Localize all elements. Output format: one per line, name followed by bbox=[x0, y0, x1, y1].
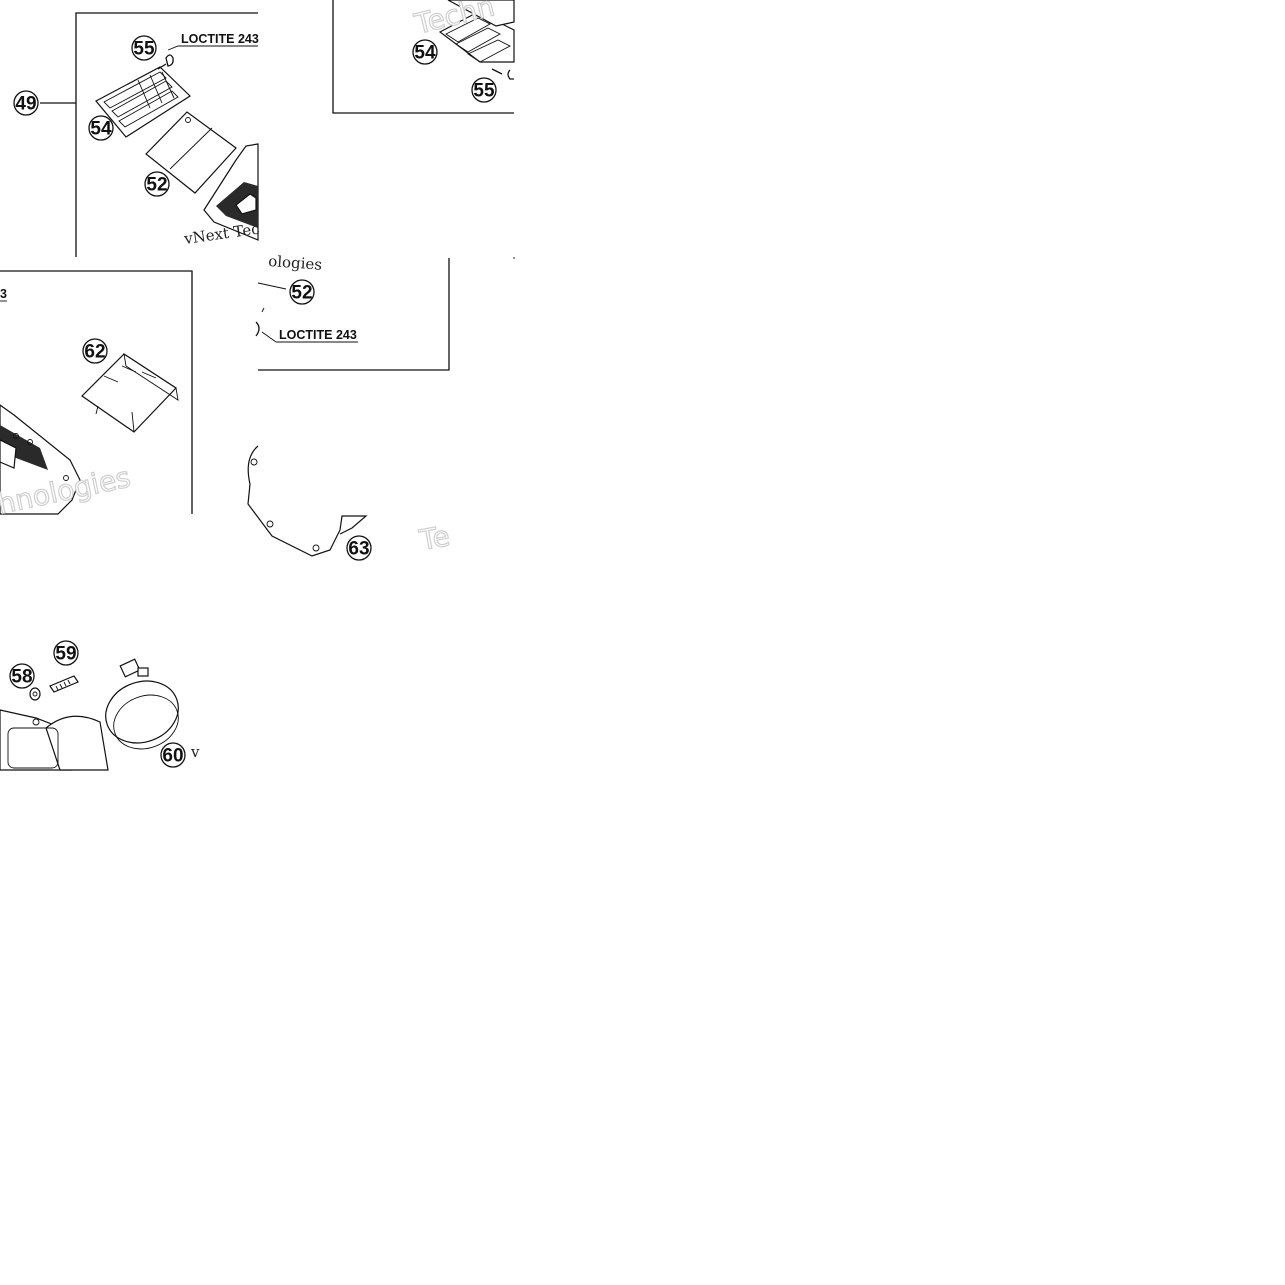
callout-52-middle: 52 bbox=[289, 279, 315, 305]
watermark-te: Te bbox=[417, 519, 453, 557]
watermark-v: v bbox=[190, 743, 200, 761]
callout-58: 58 bbox=[9, 663, 35, 689]
reed-guard-62 bbox=[81, 353, 179, 433]
frame-middle-right bbox=[258, 257, 515, 371]
callout-52: 52 bbox=[144, 171, 170, 197]
svg-text:55: 55 bbox=[133, 39, 155, 60]
svg-text:60: 60 bbox=[162, 746, 183, 767]
frame-top-left bbox=[75, 12, 258, 257]
watermark-ologies: ologies bbox=[268, 252, 323, 274]
svg-text:62: 62 bbox=[84, 342, 105, 363]
svg-text:52: 52 bbox=[291, 283, 312, 304]
note-fragment-3: 3 bbox=[0, 287, 7, 302]
screw-55-top bbox=[157, 54, 174, 70]
frame-top-right bbox=[332, 0, 514, 114]
hose-clamp-60 bbox=[105, 658, 179, 750]
callout-59: 59 bbox=[53, 640, 79, 666]
reed-housing-partial-middle bbox=[0, 404, 81, 515]
callout-55-right: 55 bbox=[471, 77, 497, 103]
screw-55-top-right bbox=[491, 68, 514, 80]
note-loctite-middle: LOCTITE 243 bbox=[279, 328, 357, 342]
washer-58 bbox=[29, 687, 41, 701]
callout-63: 63 bbox=[346, 535, 372, 561]
svg-text:54: 54 bbox=[90, 119, 112, 140]
svg-text:52: 52 bbox=[146, 175, 167, 196]
callout-62: 62 bbox=[82, 338, 108, 364]
reed-stopper-plate-54 bbox=[95, 66, 191, 138]
svg-text:LOCTITE 243: LOCTITE 243 bbox=[181, 32, 259, 46]
svg-text:58: 58 bbox=[11, 667, 32, 688]
svg-text:3: 3 bbox=[0, 287, 7, 301]
note-loctite-top: LOCTITE 243 bbox=[167, 32, 259, 51]
svg-text:49: 49 bbox=[15, 94, 36, 115]
reed-stopper-plate-54-top-right bbox=[438, 0, 515, 63]
intake-manifold-partial bbox=[0, 709, 109, 771]
svg-text:63: 63 bbox=[348, 539, 369, 560]
watermark-vnext: vNext Tec bbox=[182, 220, 261, 249]
reed-petal-52 bbox=[145, 111, 237, 194]
reed-housing-partial-top bbox=[203, 143, 259, 241]
frame-middle-left bbox=[0, 270, 193, 514]
svg-text:59: 59 bbox=[55, 644, 76, 665]
callout-60: 60 bbox=[160, 742, 186, 768]
callout-54: 54 bbox=[88, 115, 114, 141]
callout-55: 55 bbox=[131, 35, 157, 61]
intake-flange-partial-63 bbox=[247, 445, 368, 557]
callout-49: 49 bbox=[13, 90, 39, 116]
petal-edge-52-middle bbox=[255, 282, 358, 343]
callout-54-right: 54 bbox=[412, 39, 438, 65]
bolt-59 bbox=[49, 675, 79, 693]
svg-text:LOCTITE 243: LOCTITE 243 bbox=[279, 328, 357, 342]
svg-text:54: 54 bbox=[414, 43, 436, 64]
svg-text:55: 55 bbox=[473, 81, 495, 102]
